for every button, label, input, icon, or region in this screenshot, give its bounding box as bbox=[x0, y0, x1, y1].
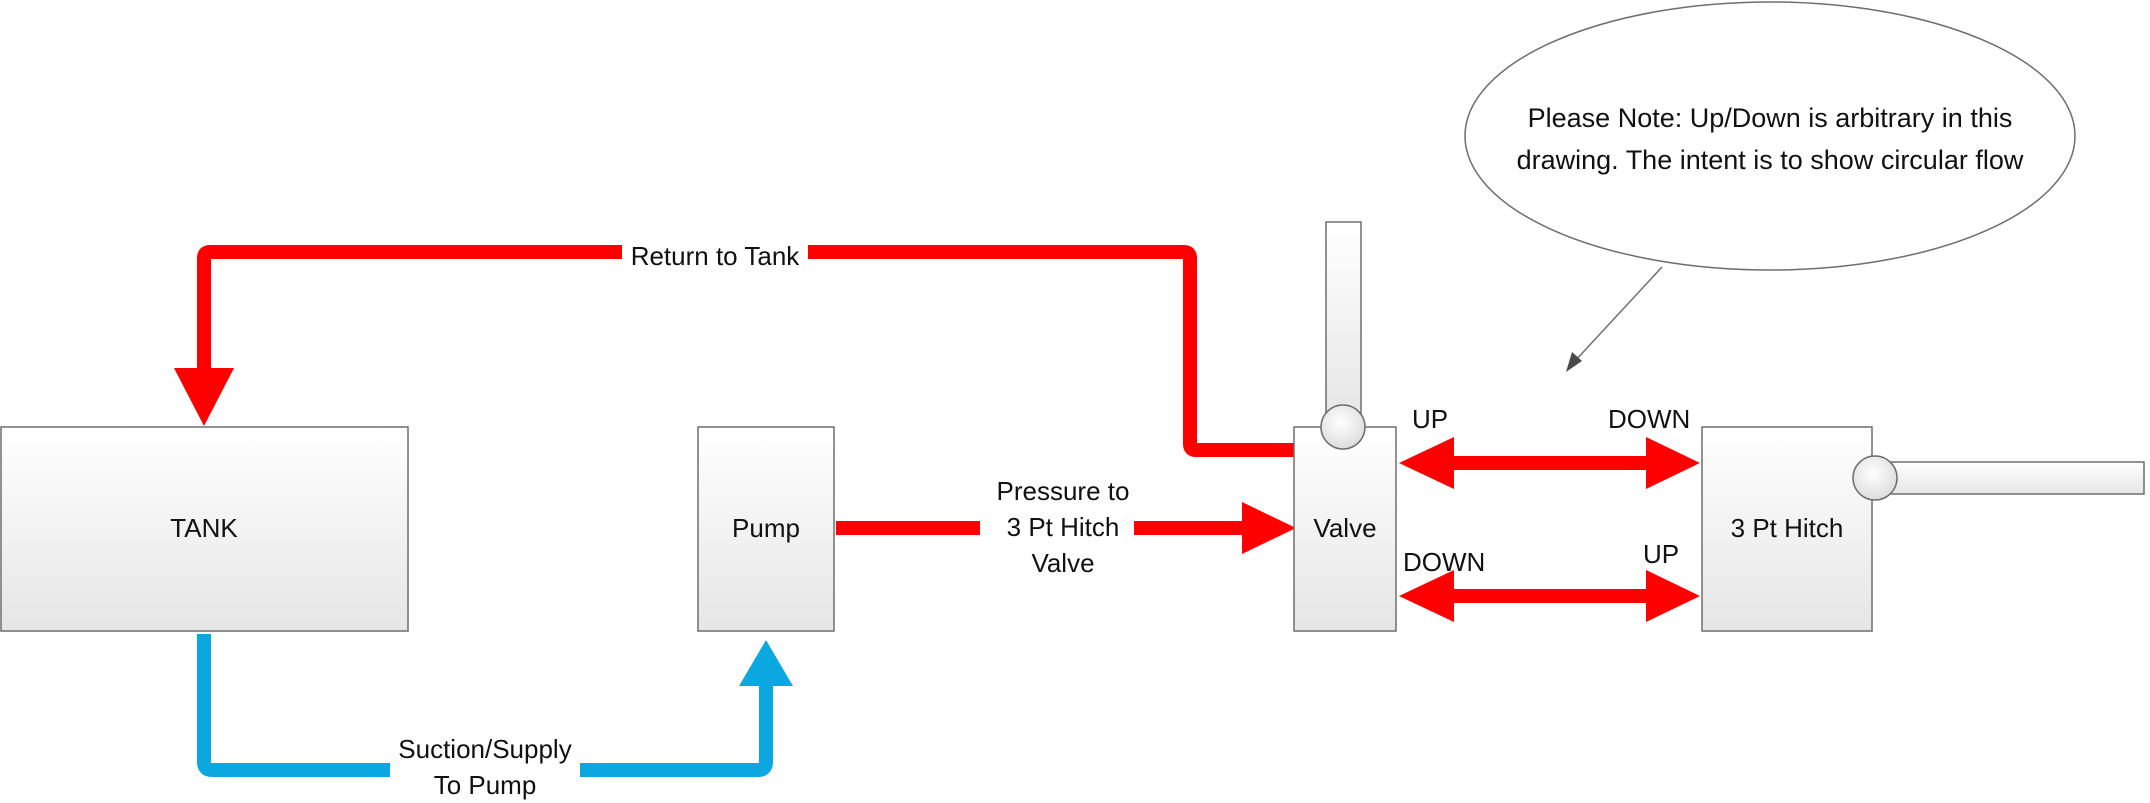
return-label-bg bbox=[622, 238, 808, 268]
hitch-arm bbox=[1875, 461, 2145, 495]
valve-up-label: UP bbox=[1412, 404, 1448, 434]
pump-box: Pump bbox=[697, 426, 835, 632]
suction-label-line-2: To Pump bbox=[434, 770, 537, 800]
suction-label-line-1: Suction/Supply bbox=[398, 734, 571, 764]
hitch-pivot bbox=[1852, 455, 1898, 501]
suction-arrowhead bbox=[739, 640, 793, 686]
callout-pointer bbox=[1573, 266, 1663, 363]
pressure-arrowhead bbox=[1242, 502, 1296, 554]
upper-flow-arrowhead-right bbox=[1646, 437, 1700, 489]
lower-flow-arrowhead-left bbox=[1399, 570, 1454, 622]
valve-pivot bbox=[1320, 404, 1366, 450]
upper-flow-arrowhead-left bbox=[1399, 437, 1454, 489]
callout-pointer-arrowhead bbox=[1566, 352, 1582, 372]
valve-box: Valve bbox=[1293, 426, 1397, 632]
callout-line-2: drawing. The intent is to show circular … bbox=[1517, 145, 2024, 175]
valve-down-label: DOWN bbox=[1403, 547, 1485, 577]
return-line bbox=[197, 245, 1296, 457]
callout-bubble bbox=[1464, 1, 2076, 271]
pressure-label-line-1: Pressure to bbox=[997, 476, 1130, 506]
valve-lever bbox=[1325, 221, 1362, 423]
hitch-box: 3 Pt Hitch bbox=[1701, 426, 1873, 632]
pressure-label-line-3: Valve bbox=[1031, 548, 1094, 578]
hitch-label: 3 Pt Hitch bbox=[1731, 513, 1844, 543]
tank-label: TANK bbox=[170, 513, 238, 543]
hitch-up-label: UP bbox=[1643, 539, 1679, 569]
tank-box: TANK bbox=[0, 426, 409, 632]
suction-label-bg bbox=[390, 732, 580, 803]
pressure-label-line-2: 3 Pt Hitch bbox=[1007, 512, 1120, 542]
return-label: Return to Tank bbox=[631, 241, 801, 271]
callout-line-1: Please Note: Up/Down is arbitrary in thi… bbox=[1528, 103, 2013, 133]
lower-flow-arrowhead-right bbox=[1646, 570, 1700, 622]
hitch-down-label: DOWN bbox=[1608, 404, 1690, 434]
pump-label: Pump bbox=[732, 513, 800, 543]
valve-label: Valve bbox=[1313, 513, 1376, 543]
return-arrowhead bbox=[174, 368, 234, 426]
